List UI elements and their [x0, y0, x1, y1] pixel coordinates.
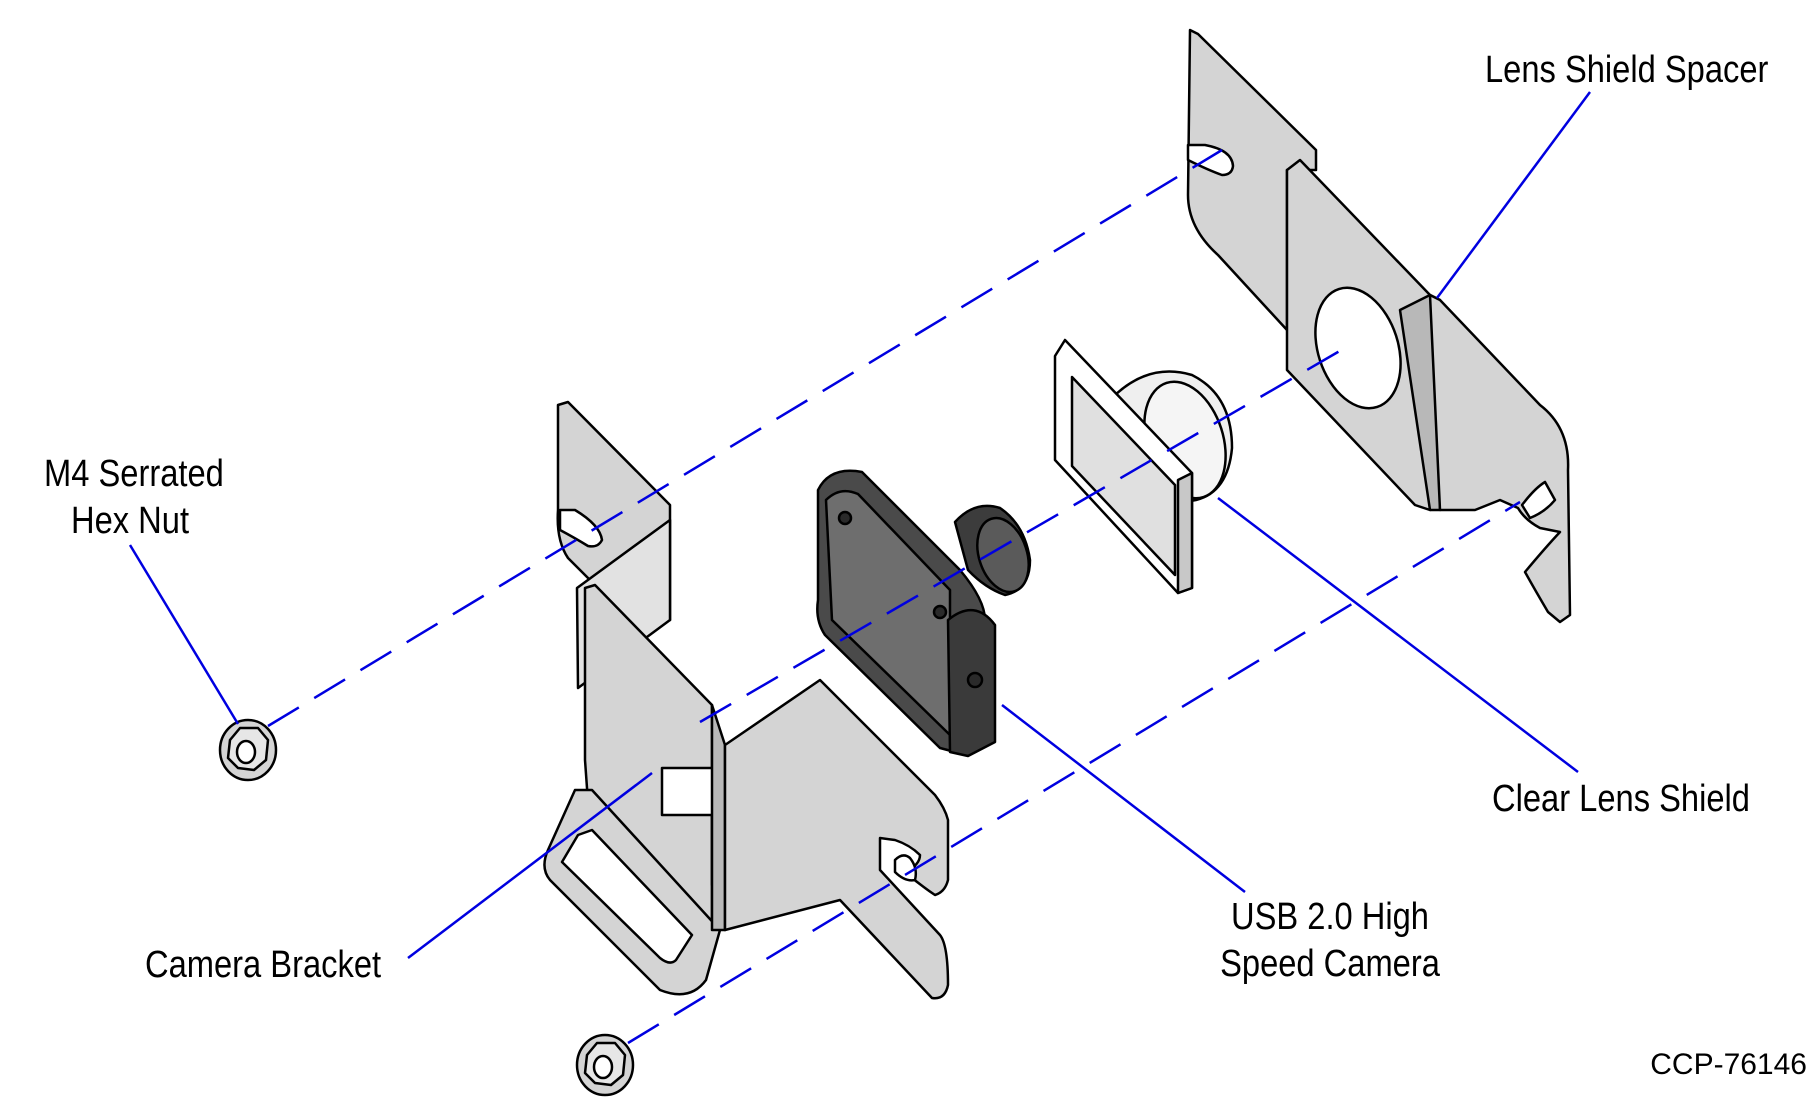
- spacer-bottom-slot: [1520, 480, 1557, 520]
- label-camera-line1: USB 2.0 High: [1230, 896, 1429, 938]
- drawing-id: CCP-76146: [1650, 1048, 1807, 1081]
- camera-mount-screw: [966, 671, 984, 689]
- spacer-top-tab: [1186, 28, 1318, 332]
- leader-lens-shield-spacer: [1435, 91, 1592, 299]
- bracket-foot-window: [560, 828, 694, 964]
- assembly-line-center: [699, 343, 1351, 724]
- hex-nut-upper: [218, 718, 278, 782]
- label-lens-shield-spacer: Lens Shield Spacer: [1485, 49, 1769, 91]
- spacer-lens-hole: [1314, 286, 1402, 410]
- assembly-line-lower: [627, 500, 1521, 1045]
- leader-lines: [128, 91, 1592, 959]
- hex-nut-lower-hole: [592, 1054, 614, 1080]
- camera-screw-bottom: [932, 604, 948, 620]
- bracket-side-bend: [710, 703, 727, 932]
- label-camera-line2: Speed Camera: [1220, 943, 1440, 985]
- spacer-right-tab: [1428, 293, 1572, 624]
- assembly-lines: [267, 148, 1521, 1045]
- camera-lens-front: [976, 516, 1030, 594]
- leader-camera-bracket: [407, 772, 653, 959]
- bracket-right-wing: [723, 678, 950, 1000]
- label-camera-bracket: Camera Bracket: [145, 944, 382, 986]
- label-hex-nut-line2: Hex Nut: [70, 500, 190, 542]
- camera-screw-top: [837, 510, 853, 526]
- bracket-right-slot: [893, 854, 918, 882]
- clear-lens-shield: [1053, 338, 1234, 595]
- hex-nut-upper-hole: [235, 739, 257, 765]
- leader-hex-nut: [128, 544, 240, 725]
- lens-frame-edge: [1176, 471, 1194, 595]
- label-hex-nut-line1: M4 Serrated: [44, 453, 224, 495]
- bracket-top-slot: [558, 508, 604, 548]
- label-clear-lens-shield: Clear Lens Shield: [1492, 778, 1750, 820]
- lens-shield-spacer: [1186, 28, 1572, 624]
- spacer-top-slot: [1186, 143, 1235, 177]
- hex-nut-lower: [575, 1033, 635, 1097]
- leader-clear-lens-shield: [1217, 497, 1579, 773]
- camera-bracket: [543, 400, 950, 1000]
- leader-usb-camera: [1001, 704, 1246, 893]
- assembly-line-upper: [267, 148, 1223, 728]
